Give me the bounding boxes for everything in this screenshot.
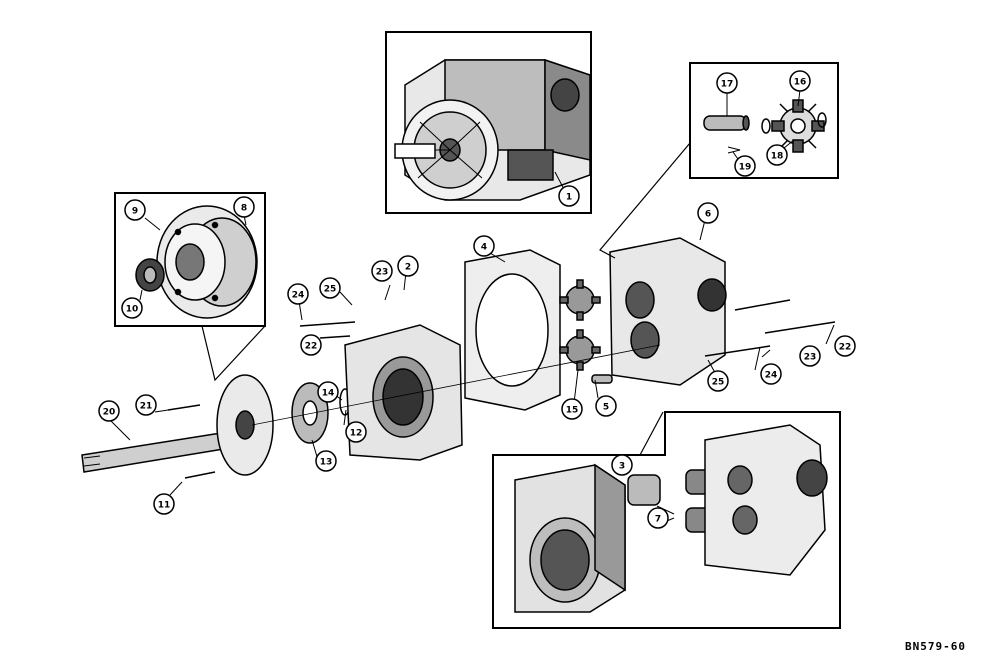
svg-text:18: 18 <box>771 152 784 162</box>
svg-text:17: 17 <box>721 80 734 90</box>
callout-1: 1 <box>558 185 580 207</box>
figure-code: BN579-60 <box>905 640 966 653</box>
svg-text:16: 16 <box>794 78 807 88</box>
svg-text:25: 25 <box>712 378 725 388</box>
callout-18: 18 <box>766 144 788 166</box>
callout-19: 19 <box>734 155 756 177</box>
inset-pointer-lines <box>201 325 266 382</box>
inset-pointer-line <box>639 411 664 456</box>
svg-text:9: 9 <box>132 207 138 217</box>
callout-24-right: 24 <box>760 363 782 385</box>
callout-14: 14 <box>317 381 339 403</box>
svg-text:2: 2 <box>405 263 411 273</box>
callout-15: 15 <box>561 398 583 420</box>
callout-22-left: 22 <box>300 334 322 356</box>
svg-text:22: 22 <box>305 342 318 352</box>
svg-text:8: 8 <box>241 204 247 214</box>
inset-housing-halves <box>492 411 841 629</box>
callout-23-right: 23 <box>799 345 821 367</box>
callout-11: 11 <box>153 493 175 515</box>
callout-10: 10 <box>121 297 143 319</box>
svg-text:19: 19 <box>739 163 752 173</box>
svg-text:5: 5 <box>603 403 609 413</box>
callout-23-left: 23 <box>371 260 393 282</box>
svg-text:24: 24 <box>292 291 305 301</box>
svg-text:7: 7 <box>655 515 661 525</box>
svg-text:10: 10 <box>126 305 139 315</box>
callout-13: 13 <box>315 450 337 472</box>
svg-text:25: 25 <box>324 285 337 295</box>
callout-21: 21 <box>135 394 157 416</box>
callout-2: 2 <box>397 255 419 277</box>
inset-cover-plate <box>114 192 266 327</box>
callout-9: 9 <box>124 199 146 221</box>
svg-text:13: 13 <box>320 458 333 468</box>
svg-text:4: 4 <box>481 243 487 253</box>
svg-text:15: 15 <box>566 406 579 416</box>
inset-gear-detail <box>689 62 839 179</box>
callout-8: 8 <box>233 196 255 218</box>
callout-20: 20 <box>98 400 120 422</box>
svg-text:11: 11 <box>158 501 171 511</box>
svg-text:6: 6 <box>705 210 711 220</box>
svg-text:1: 1 <box>566 193 572 203</box>
svg-text:21: 21 <box>140 402 153 412</box>
callout-6: 6 <box>697 202 719 224</box>
callout-7: 7 <box>647 507 669 529</box>
main-exploded-assembly <box>81 142 836 479</box>
callout-3: 3 <box>611 454 633 476</box>
callout-25-right: 25 <box>707 370 729 392</box>
svg-text:20: 20 <box>103 408 116 418</box>
callout-4: 4 <box>473 235 495 257</box>
svg-text:23: 23 <box>376 268 389 278</box>
callout-25-left: 25 <box>319 277 341 299</box>
svg-text:12: 12 <box>350 429 363 439</box>
svg-text:22: 22 <box>839 343 852 353</box>
svg-text:23: 23 <box>804 353 817 363</box>
svg-text:24: 24 <box>765 371 778 381</box>
inset-assembled-pump <box>385 31 592 214</box>
callout-24-left: 24 <box>287 283 309 305</box>
svg-text:14: 14 <box>322 389 335 399</box>
callout-16: 16 <box>789 70 811 92</box>
callout-5: 5 <box>595 395 617 417</box>
callout-22-right: 22 <box>834 335 856 357</box>
callout-17: 17 <box>716 72 738 94</box>
callout-12: 12 <box>345 421 367 443</box>
svg-text:3: 3 <box>619 462 625 472</box>
